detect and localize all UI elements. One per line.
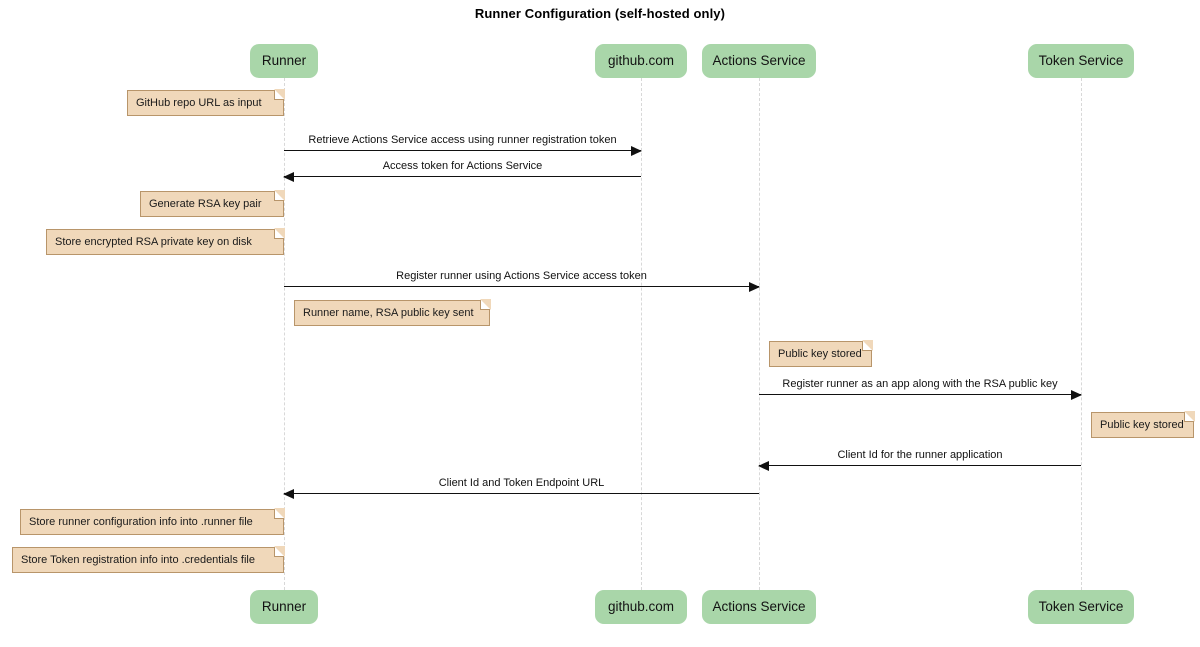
participant-label: Actions Service [712,53,806,68]
participant-github-footer[interactable]: github.com [595,590,687,624]
arrowhead-right-icon [631,146,642,156]
message-label: Register runner as an app along with the… [782,378,1058,390]
note-folded-corner-icon [480,299,491,310]
note-text: Generate RSA key pair [149,198,262,210]
note-text: Public key stored [778,348,862,360]
message-arrow-m3[interactable]: Register runner using Actions Service ac… [284,270,760,292]
arrowhead-left-icon [758,461,769,471]
note-n8[interactable]: Store Token registration info into .cred… [12,546,285,573]
note-n6[interactable]: Public key stored [1091,411,1195,438]
lifeline-actions [759,78,760,590]
message-label: Client Id for the runner application [837,449,1003,461]
lifeline-runner [284,78,285,590]
participant-actions-footer[interactable]: Actions Service [702,590,816,624]
participant-runner-footer[interactable]: Runner [250,590,318,624]
note-n3[interactable]: Store encrypted RSA private key on disk [46,228,285,255]
note-folded-corner-icon [274,546,285,557]
message-arrow-m5[interactable]: Client Id for the runner application [758,449,1081,471]
participant-label: Runner [261,599,307,614]
note-n4[interactable]: Runner name, RSA public key sent [294,299,491,326]
participant-label: github.com [607,599,675,614]
note-n1[interactable]: GitHub repo URL as input [127,89,285,116]
arrowhead-right-icon [1071,390,1082,400]
note-text: Runner name, RSA public key sent [303,307,474,319]
arrowhead-right-icon [749,282,760,292]
participant-token-footer[interactable]: Token Service [1028,590,1134,624]
note-folded-corner-icon [274,89,285,100]
participant-label: Token Service [1038,599,1124,614]
participant-label: Actions Service [712,599,806,614]
participant-github-header[interactable]: github.com [595,44,687,78]
message-label: Access token for Actions Service [382,160,543,172]
message-arrow-m6[interactable]: Client Id and Token Endpoint URL [283,477,759,499]
note-folded-corner-icon [862,340,873,351]
lifeline-token [1081,78,1082,590]
note-folded-corner-icon [274,508,285,519]
message-label: Register runner using Actions Service ac… [396,270,647,282]
participant-actions-header[interactable]: Actions Service [702,44,816,78]
arrowhead-left-icon [283,172,294,182]
note-n5[interactable]: Public key stored [769,340,873,367]
note-text: Public key stored [1100,419,1184,431]
note-folded-corner-icon [274,190,285,201]
message-arrow-m2[interactable]: Access token for Actions Service [283,160,641,182]
message-label: Client Id and Token Endpoint URL [438,477,605,489]
participant-runner-header[interactable]: Runner [250,44,318,78]
note-text: GitHub repo URL as input [136,97,262,109]
note-n7[interactable]: Store runner configuration info into .ru… [20,508,285,535]
participant-token-header[interactable]: Token Service [1028,44,1134,78]
arrowhead-left-icon [283,489,294,499]
message-arrow-m1[interactable]: Retrieve Actions Service access using ru… [284,134,642,156]
note-text: Store encrypted RSA private key on disk [55,236,252,248]
lifeline-github [641,78,642,590]
message-arrow-m4[interactable]: Register runner as an app along with the… [759,378,1082,400]
note-folded-corner-icon [1184,411,1195,422]
participant-label: github.com [607,53,675,68]
page-title: Runner Configuration (self-hosted only) [474,6,726,21]
note-folded-corner-icon [274,228,285,239]
participant-label: Token Service [1038,53,1124,68]
message-label: Retrieve Actions Service access using ru… [308,134,617,146]
note-text: Store Token registration info into .cred… [21,554,255,566]
note-n2[interactable]: Generate RSA key pair [140,190,285,217]
participant-label: Runner [261,53,307,68]
note-text: Store runner configuration info into .ru… [29,516,253,528]
